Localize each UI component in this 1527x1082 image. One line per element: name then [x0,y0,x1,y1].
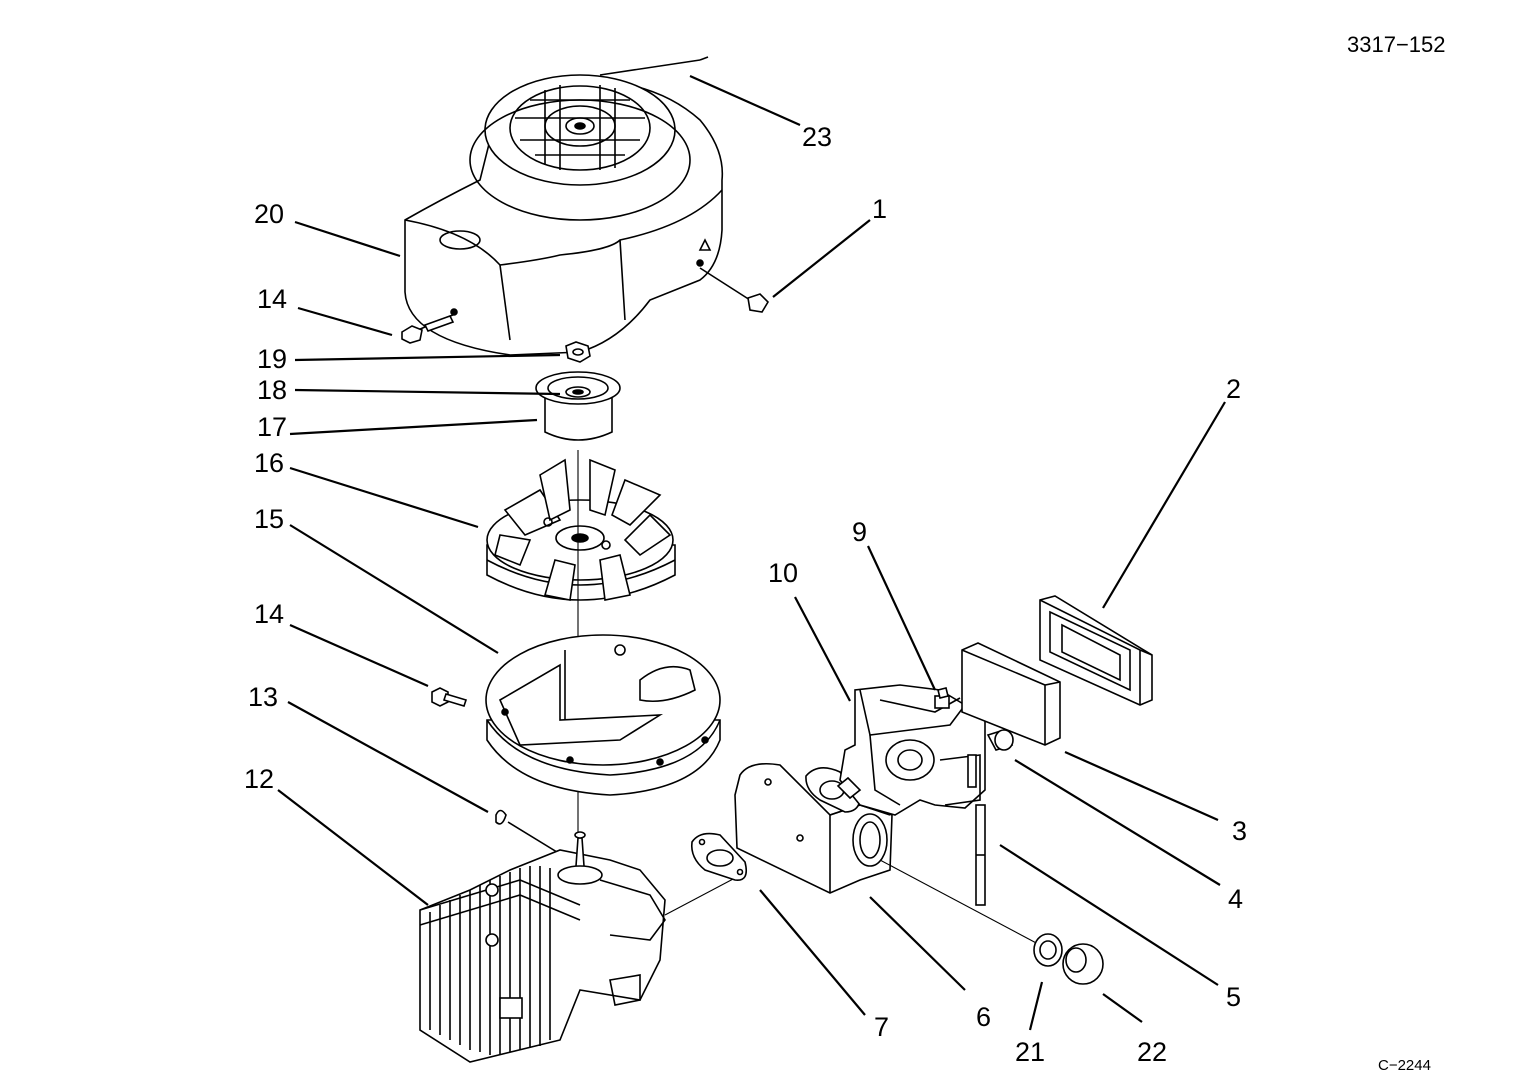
callout-4: 4 [1228,884,1244,914]
bolt-14-top [401,313,456,344]
nut-19 [565,341,591,363]
callout-10: 10 [768,558,799,588]
engine-block-12 [419,831,666,1063]
blower-housing [404,56,724,356]
gasket-7 [690,832,748,881]
callout-19: 19 [257,344,288,374]
callout-22: 22 [1137,1037,1168,1067]
tube-5 [975,804,986,906]
callout-2: 2 [1226,374,1242,404]
air-filter-cover-2 [1039,595,1153,706]
callout-15: 15 [254,504,285,534]
primer-21 [879,859,1063,967]
callout-20: 20 [254,199,285,229]
callout-18: 18 [257,375,288,405]
key-13 [495,809,571,861]
callout-16: 16 [254,448,285,478]
callout-13: 13 [248,682,279,712]
air-filter-3 [961,642,1061,746]
leader-lines [277,74,1226,1031]
callout-21: 21 [1015,1037,1046,1067]
flywheel-16 [486,458,676,601]
backplate-15 [485,634,721,796]
carburetor-10 [836,684,986,816]
callout-12: 12 [244,764,275,794]
callout-14-top: 14 [257,284,288,314]
spacer-6 [734,762,893,894]
knob-4 [986,729,1014,751]
callout-7: 7 [874,1012,890,1042]
callout-5: 5 [1226,982,1242,1012]
callout-9: 9 [852,517,868,547]
callout-3: 3 [1232,816,1248,846]
bolt-14-lower [431,687,468,707]
callout-14-lower: 14 [254,599,285,629]
callout-6: 6 [976,1002,992,1032]
drawing-number: 3317−152 [1347,32,1446,57]
starter-cup-17-18 [535,371,621,441]
bolt-1 [699,267,770,313]
callout-1: 1 [872,194,888,224]
callout-17: 17 [257,412,288,442]
figure-code: C−2244 [1378,1057,1431,1074]
primer-bulb-22 [1062,943,1104,985]
callout-23: 23 [802,122,833,152]
